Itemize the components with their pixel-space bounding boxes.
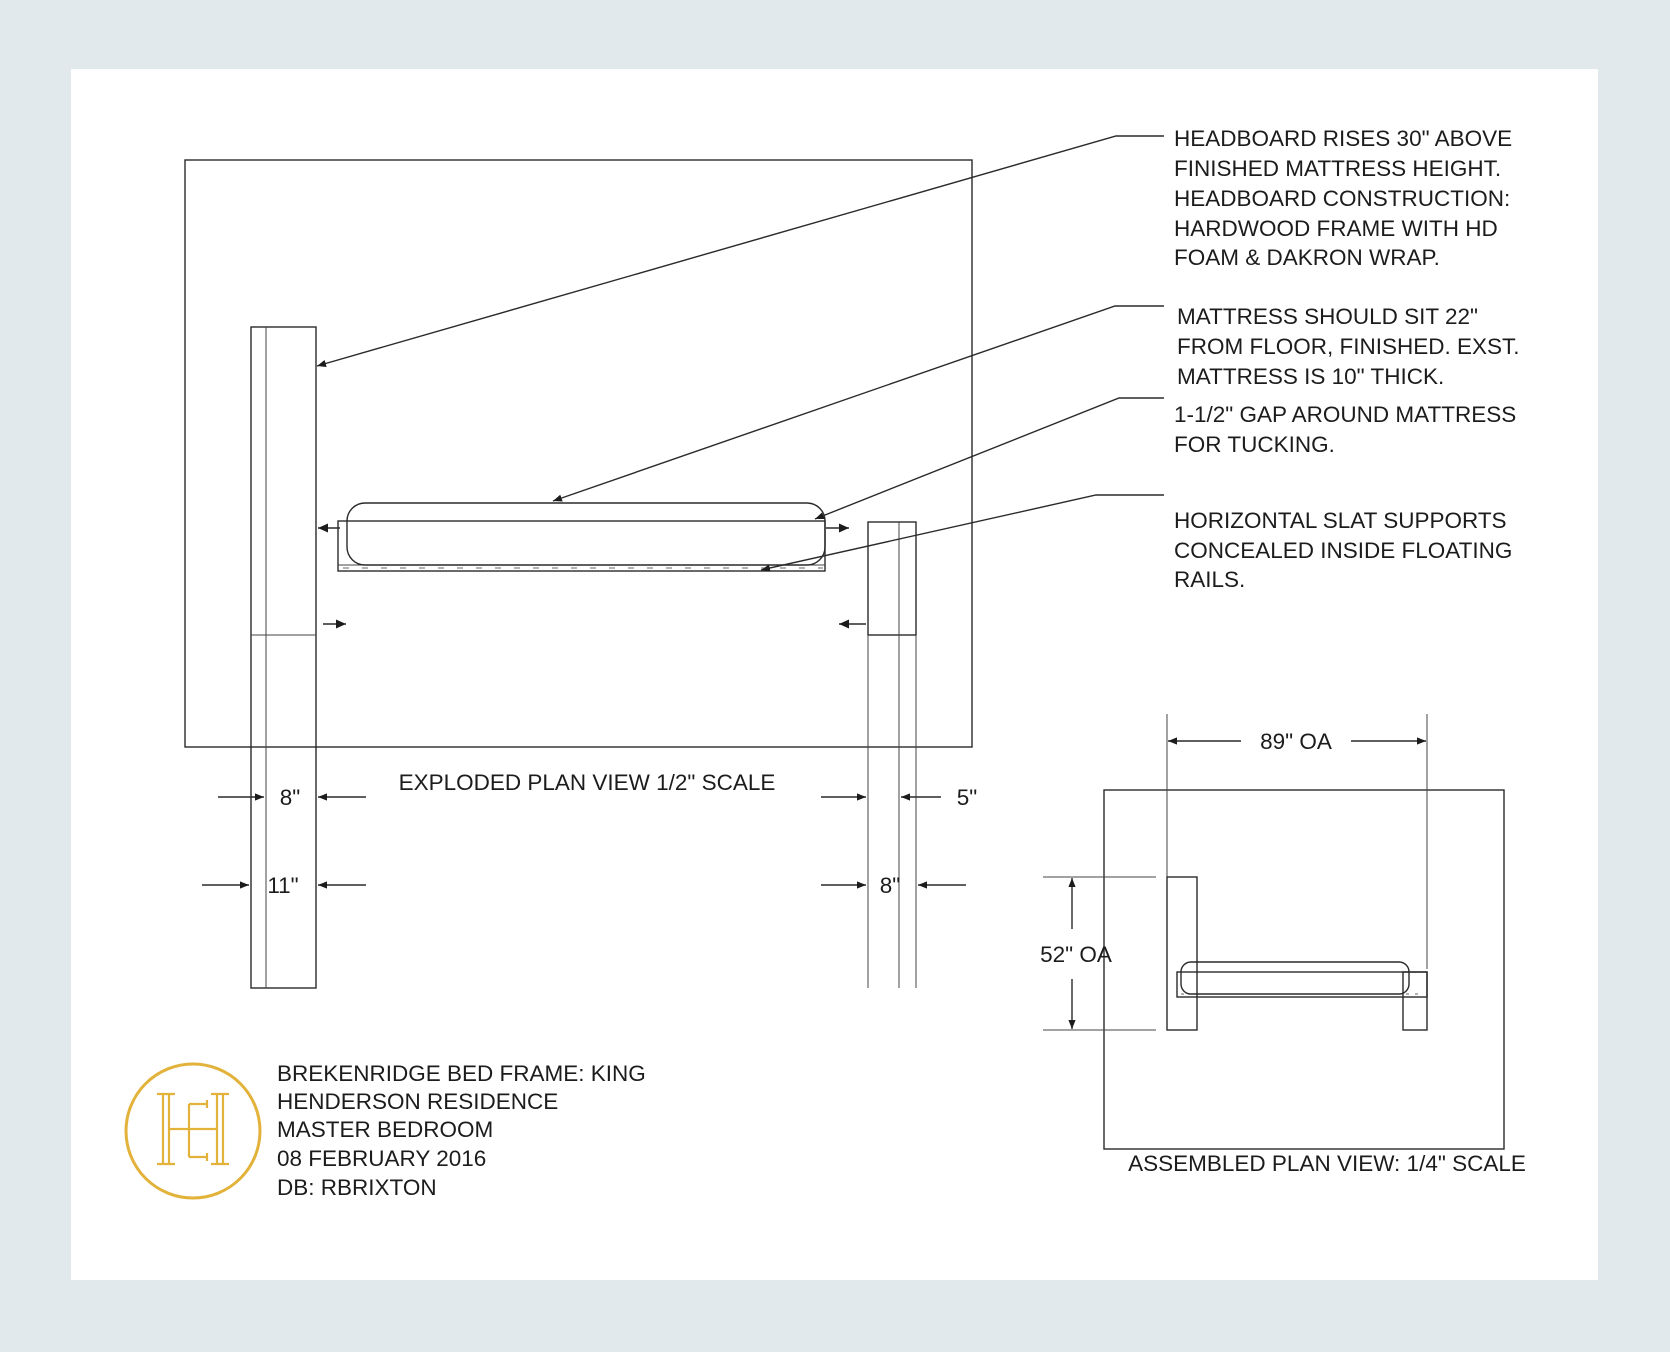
title-block: BREKENRIDGE BED FRAME: KING HENDERSON RE… <box>124 1061 652 1200</box>
dim-footboard-outer: 8" <box>880 873 901 898</box>
drawing-canvas: 8" 11" 5" 8" EXPLODED PLAN VIEW 1/2" SCA… <box>124 126 1526 1200</box>
footboard-dimensions <box>821 793 966 889</box>
assembled-plan-view: 89" OA 52" OA ASSEMBLED PLAN VIEW: 1/4" … <box>1040 714 1526 1176</box>
assembled-room-outline <box>1103 789 1505 1150</box>
callout-gap: 1-1/2" GAP AROUND MATTRESS FOR TUCKING. <box>1174 402 1523 457</box>
dim-footboard-inner: 5" <box>957 785 978 810</box>
dim-headboard-outer: 11" <box>267 873 298 898</box>
firm-logo <box>124 1062 262 1200</box>
gap-arrows <box>318 523 866 629</box>
dim-headboard-inner: 8" <box>280 785 301 810</box>
callout-slats: HORIZONTAL SLAT SUPPORTS CONCEALED INSID… <box>1174 508 1519 592</box>
exploded-plan-view: 8" 11" 5" 8" EXPLODED PLAN VIEW 1/2" SCA… <box>184 159 978 989</box>
dim-overall-length: 52" OA <box>1040 942 1112 967</box>
room-outline <box>184 159 973 748</box>
drawing-sheet: 8" 11" 5" 8" EXPLODED PLAN VIEW 1/2" SCA… <box>71 69 1598 1280</box>
exploded-view-title: EXPLODED PLAN VIEW 1/2" SCALE <box>399 770 776 795</box>
title-block-text: BREKENRIDGE BED FRAME: KING HENDERSON RE… <box>277 1061 652 1200</box>
footboard-plan <box>867 521 917 988</box>
assembled-view-title: ASSEMBLED PLAN VIEW: 1/4" SCALE <box>1128 1151 1526 1176</box>
callout-leaders <box>316 135 1164 572</box>
callout-mattress: MATTRESS SHOULD SIT 22" FROM FLOOR, FINI… <box>1177 304 1526 389</box>
headboard-dimensions <box>202 793 366 889</box>
dim-overall-width: 89" OA <box>1260 729 1332 754</box>
mattress-and-rails <box>337 502 826 572</box>
headboard-plan <box>250 326 317 989</box>
callout-headboard: HEADBOARD RISES 30" ABOVE FINISHED MATTR… <box>1174 126 1518 270</box>
